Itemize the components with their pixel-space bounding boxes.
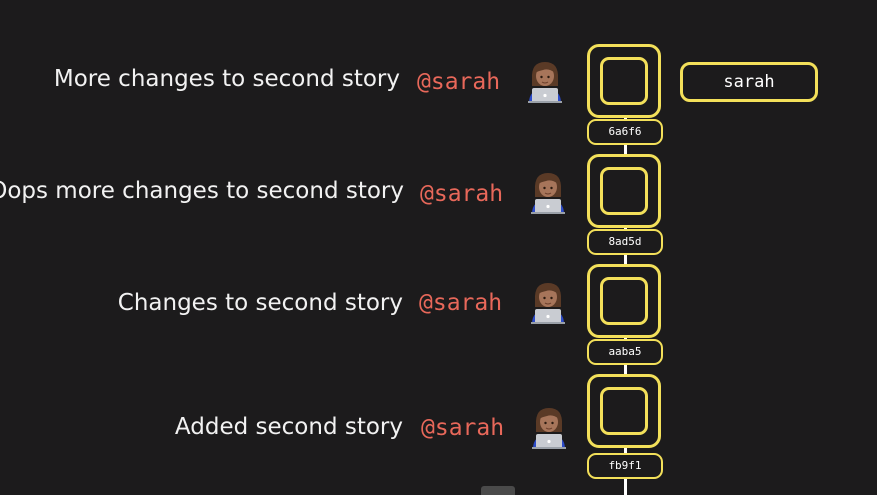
commit-node-inner	[600, 387, 648, 435]
branch-label[interactable]: sarah	[680, 62, 818, 102]
woman-technologist-icon	[529, 405, 569, 449]
commit-message: Oops more changes to second story	[0, 178, 404, 204]
commit-author: @sarah	[417, 69, 501, 95]
commit-hash-badge: 8ad5d	[587, 229, 663, 255]
commit-hash-badge: 6a6f6	[587, 119, 663, 145]
woman-technologist-icon	[528, 170, 568, 214]
woman-technologist-icon	[525, 59, 565, 103]
woman-technologist-icon	[528, 280, 568, 324]
commit-author: @sarah	[421, 415, 505, 441]
commit-node[interactable]	[587, 264, 661, 338]
commit-message: Added second story	[174, 414, 403, 440]
commit-node-inner	[600, 277, 648, 325]
commit-node-inner	[600, 57, 648, 105]
commit-author: @sarah	[420, 181, 504, 207]
timestamp-chip	[481, 486, 515, 495]
commit-message: Changes to second story	[117, 290, 403, 316]
commit-node[interactable]	[587, 154, 661, 228]
commit-author: @sarah	[419, 290, 503, 316]
commit-node[interactable]	[587, 44, 661, 118]
commit-node-inner	[600, 167, 648, 215]
commit-message: More changes to second story	[53, 66, 400, 92]
commit-node[interactable]	[587, 374, 661, 448]
commit-hash-badge: fb9f1	[587, 453, 663, 479]
commit-hash-badge: aaba5	[587, 339, 663, 365]
